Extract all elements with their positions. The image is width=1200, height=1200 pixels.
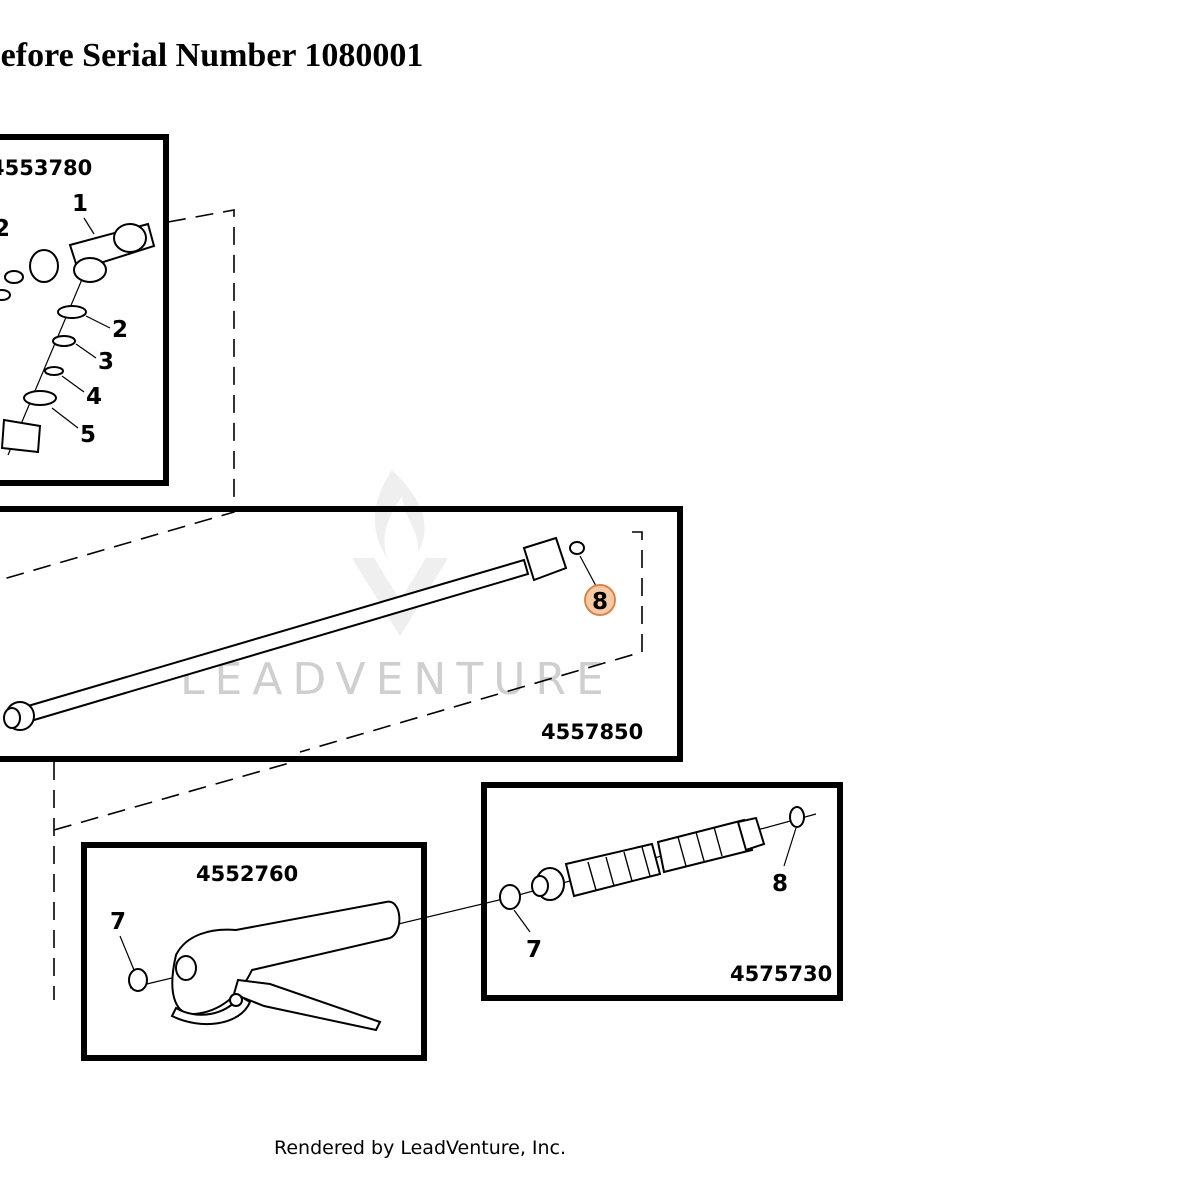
callout-8-group4[interactable]: 8: [772, 806, 805, 897]
group-box-4575730[interactable]: [481, 782, 843, 1001]
spray-wand-tube: [3, 536, 585, 731]
callout-8-group2[interactable]: 8: [579, 555, 616, 616]
diagram-title: Before Serial Number 1080001: [0, 37, 423, 74]
dashed-outline-upper: [0, 209, 235, 581]
o-ring-7: [499, 884, 521, 910]
callout-label: 3: [98, 349, 114, 375]
callout-2a-group1[interactable]: 2: [0, 216, 10, 242]
callout-highlight: [584, 584, 616, 616]
callout-label: 2: [0, 216, 10, 242]
callout-label: 8: [592, 589, 608, 615]
callout-2b-group1[interactable]: 2: [85, 315, 128, 343]
callout-7-group4[interactable]: 7: [499, 884, 542, 963]
extension-handle: [499, 813, 817, 901]
o-ring-8: [789, 806, 805, 828]
group-box-4557850[interactable]: [0, 506, 683, 762]
callout-4-group1[interactable]: 4: [61, 375, 102, 410]
group-code-4552760: 4552760: [196, 862, 298, 886]
callout-7-group3[interactable]: 7: [110, 909, 148, 992]
dashed-outline-lower: [53, 759, 301, 1000]
callout-label: 8: [772, 871, 788, 897]
o-ring-7: [128, 968, 148, 992]
group-box-4553780[interactable]: [0, 134, 169, 486]
group-code-4557850: 4557850: [541, 720, 643, 744]
footer-credit: Rendered by LeadVenture, Inc.: [274, 1137, 566, 1159]
callout-label: 1: [72, 191, 88, 217]
dashed-outline-middle: [299, 531, 643, 753]
callout-label: 4: [86, 384, 102, 410]
watermark-logo: [352, 470, 448, 636]
group-code-4575730: 4575730: [730, 962, 832, 986]
callout-1-group1[interactable]: 1: [72, 191, 95, 235]
callout-label: 2: [112, 317, 128, 343]
trigger-handle: [129, 894, 521, 1032]
callout-label: 7: [110, 909, 126, 935]
callout-label: 5: [80, 422, 96, 448]
group-code-4553780: 4553780: [0, 156, 92, 180]
group-box-4552760[interactable]: [81, 842, 427, 1061]
valve-assembly-parts: [0, 222, 156, 456]
callout-label: 7: [526, 937, 542, 963]
callout-5-group1[interactable]: 5: [51, 407, 96, 448]
callout-3-group1[interactable]: 3: [75, 343, 114, 375]
watermark-text: LEADVENTURE: [180, 654, 614, 705]
